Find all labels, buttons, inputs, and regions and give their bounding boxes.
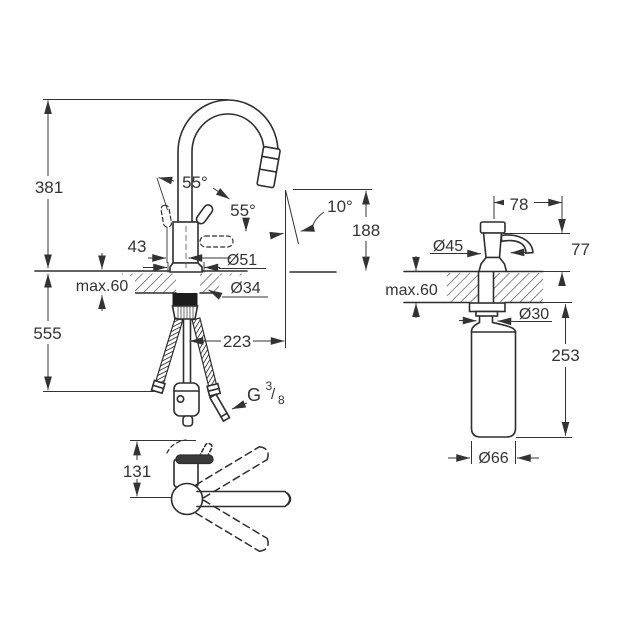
ext-bottle-dia [471, 441, 516, 464]
pump-body [482, 232, 503, 259]
dim-pump-dia: Ø45 [433, 238, 463, 255]
dim-shank-dia: Ø30 [519, 306, 549, 323]
thread-slash: / [271, 386, 276, 403]
mounting-shank [172, 293, 198, 306]
dim-above-counter: 77 [571, 240, 590, 259]
ext-head-height [503, 233, 570, 272]
ext-front [130, 440, 196, 498]
mounting-nut [475, 310, 499, 317]
thread-g: G [247, 385, 261, 405]
dim-body-height: 131 [123, 462, 151, 481]
faucet-dimensions: 381 555 max.60 43 Ø51 Ø34 10° 188 [29, 99, 384, 410]
hose-weight [173, 382, 200, 427]
dim-outlet-height: 188 [352, 221, 380, 240]
dim-thread: G 3 / 8 [231, 379, 285, 410]
spout-dashed-down [195, 499, 269, 553]
thread-num: 3 [266, 379, 273, 393]
faucet-body [172, 221, 199, 264]
dim-counter-max-disp: max.60 [385, 282, 438, 299]
bottle-neck [470, 315, 517, 333]
spout-outer [177, 99, 279, 224]
dim-spray-tilt: 10° [327, 197, 353, 216]
pump-spout [500, 234, 534, 254]
lever-dashed-arc [166, 439, 187, 454]
spout-dashed-up [195, 445, 269, 499]
hose-connector [208, 393, 231, 423]
faucet-outline [34, 99, 337, 427]
dim-spout-height: 381 [35, 178, 63, 197]
bottle-body [470, 331, 517, 438]
dim-bottle-dia: Ø66 [478, 450, 508, 467]
dim-hole-dia: Ø34 [230, 280, 260, 297]
label-clearing [219, 275, 270, 297]
hose-center [182, 318, 192, 384]
front-view: 131 [120, 439, 292, 553]
spray-head [256, 145, 281, 189]
lever-dashed-side [199, 235, 234, 248]
dim-spout-reach: 78 [510, 195, 529, 214]
spray-axis [285, 189, 299, 245]
mounting-cone [171, 305, 199, 320]
pump-flange [477, 256, 508, 273]
pump-cap [479, 221, 506, 234]
dim-below-counter: 555 [33, 324, 61, 343]
swivel-joint [170, 482, 204, 516]
thread-den: 8 [278, 393, 285, 407]
lever-handle [195, 204, 214, 225]
dispenser-view: 78 Ø45 77 max.60 Ø30 253 Ø66 [380, 194, 590, 467]
front-lever [175, 454, 214, 465]
hose-left [150, 317, 184, 395]
dim-handle-offset: 43 [128, 237, 147, 256]
dim-counter-max: max.60 [76, 278, 129, 295]
dim-handle-swing: 55° [182, 173, 208, 192]
spout-tube [196, 490, 292, 508]
dispenser-countertop [403, 270, 544, 304]
ext-bottle-height [516, 302, 572, 438]
dim-bottle-height: 253 [551, 346, 579, 365]
dispenser-shank [477, 270, 495, 304]
dim-handle-side: 55° [230, 201, 256, 220]
lever-dashed-up [160, 204, 173, 228]
dim-base-dia: Ø51 [227, 252, 257, 269]
spout-inner [191, 113, 265, 224]
dim-projection: 223 [223, 332, 251, 351]
mounting-washer [468, 302, 506, 313]
faucet-countertop [34, 270, 337, 297]
